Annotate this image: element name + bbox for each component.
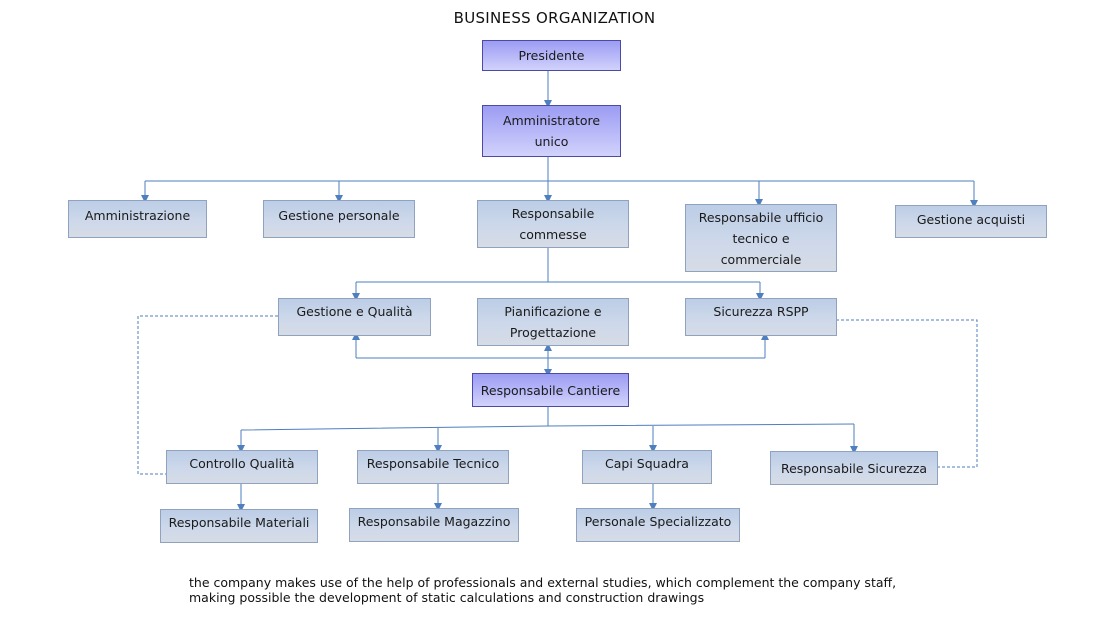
node-responsabile-materiali: Responsabile Materiali: [160, 509, 318, 543]
node-amministratore-unico: Amministratore unico: [482, 105, 621, 157]
node-gestione-personale: Gestione personale: [263, 200, 415, 238]
dashed-link-sicurezza-rspp: [836, 319, 978, 468]
node-gestione-acquisti: Gestione acquisti: [895, 205, 1047, 238]
node-amministrazione: Amministrazione: [68, 200, 207, 238]
node-responsabile-magazzino: Responsabile Magazzino: [349, 508, 519, 542]
node-responsabile-tecnico: Responsabile Tecnico: [357, 450, 509, 484]
node-responsabile-sicurezza: Responsabile Sicurezza: [770, 451, 938, 485]
node-gestione-qualita: Gestione e Qualità: [278, 298, 431, 336]
page-title: BUSINESS ORGANIZATION: [453, 9, 656, 27]
footnote-line-1: the company makes use of the help of pro…: [189, 575, 897, 590]
node-responsabile-cantiere: Responsabile Cantiere: [472, 373, 629, 407]
node-personale-specializzato: Personale Specializzato: [576, 508, 740, 542]
node-capi-squadra: Capi Squadra: [582, 450, 712, 484]
node-controllo-qualita: Controllo Qualità: [166, 450, 318, 484]
node-pianificazione-progettazione: Pianificazione e Progettazione: [477, 298, 629, 346]
footnote: the company makes use of the help of pro…: [189, 575, 989, 605]
node-responsabile-commesse: Responsabile commesse: [477, 200, 629, 248]
node-sicurezza-rspp: Sicurezza RSPP: [685, 298, 837, 336]
node-responsabile-ufficio: Responsabile ufficio tecnico e commercia…: [685, 204, 837, 272]
dashed-link-gestione-controllo: [137, 315, 278, 475]
bus-level5: [240, 423, 855, 431]
footnote-line-2: making possible the development of stati…: [189, 590, 705, 605]
node-presidente: Presidente: [482, 40, 621, 71]
